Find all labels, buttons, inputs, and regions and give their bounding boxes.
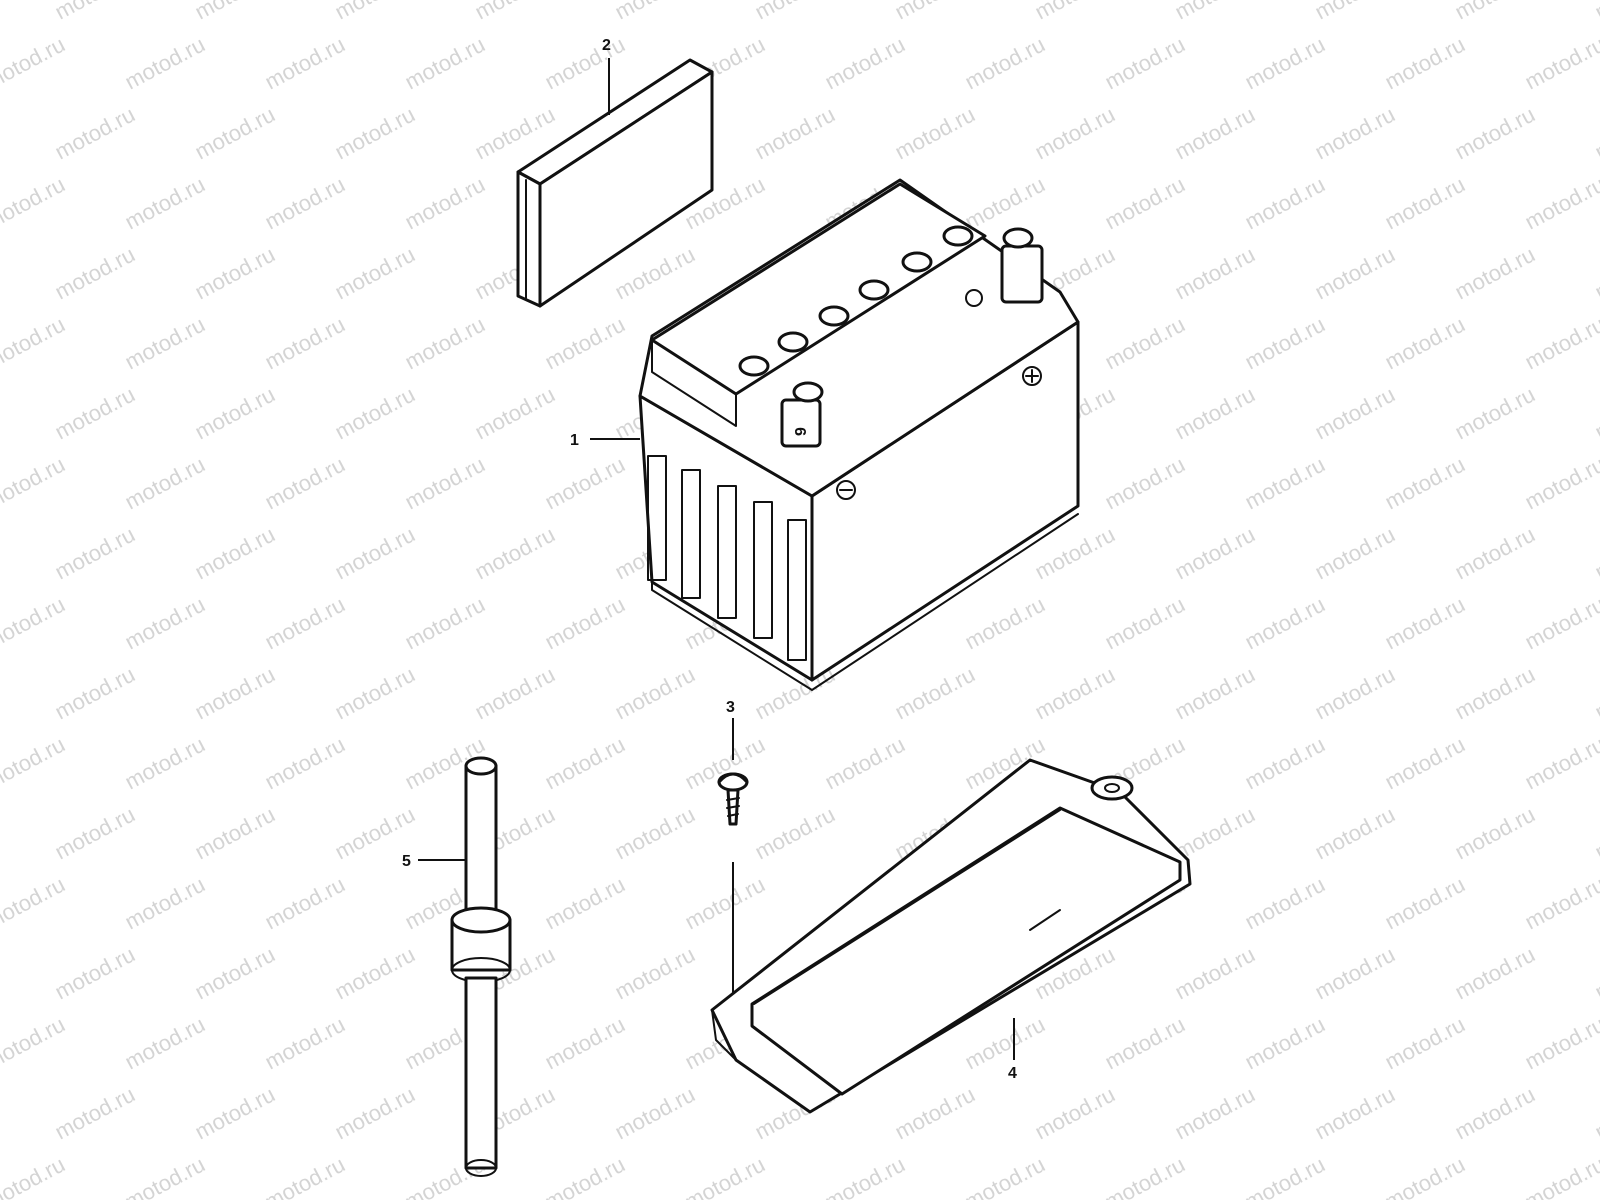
battery-ribs bbox=[647, 455, 807, 661]
negative-terminal: 9 bbox=[780, 381, 824, 448]
callout-3-label: 3 bbox=[726, 699, 735, 716]
callout-2-label: 2 bbox=[602, 37, 611, 54]
callout-1-label: 1 bbox=[570, 432, 579, 449]
battery-icon[interactable]: 9 bbox=[638, 178, 1080, 691]
svg-text:9: 9 bbox=[793, 427, 810, 436]
callout-4-label: 4 bbox=[1008, 1065, 1017, 1082]
vent-caps bbox=[738, 225, 974, 377]
screw-icon[interactable] bbox=[717, 772, 749, 826]
positive-terminal bbox=[1000, 227, 1044, 304]
battery-cover-icon[interactable] bbox=[710, 758, 1192, 1114]
callout-5-label: 5 bbox=[402, 853, 411, 870]
battery-pad-icon[interactable] bbox=[516, 58, 714, 308]
breather-hose-icon[interactable] bbox=[450, 756, 512, 1177]
watermark-text: motod.ru bbox=[1591, 0, 1600, 24]
